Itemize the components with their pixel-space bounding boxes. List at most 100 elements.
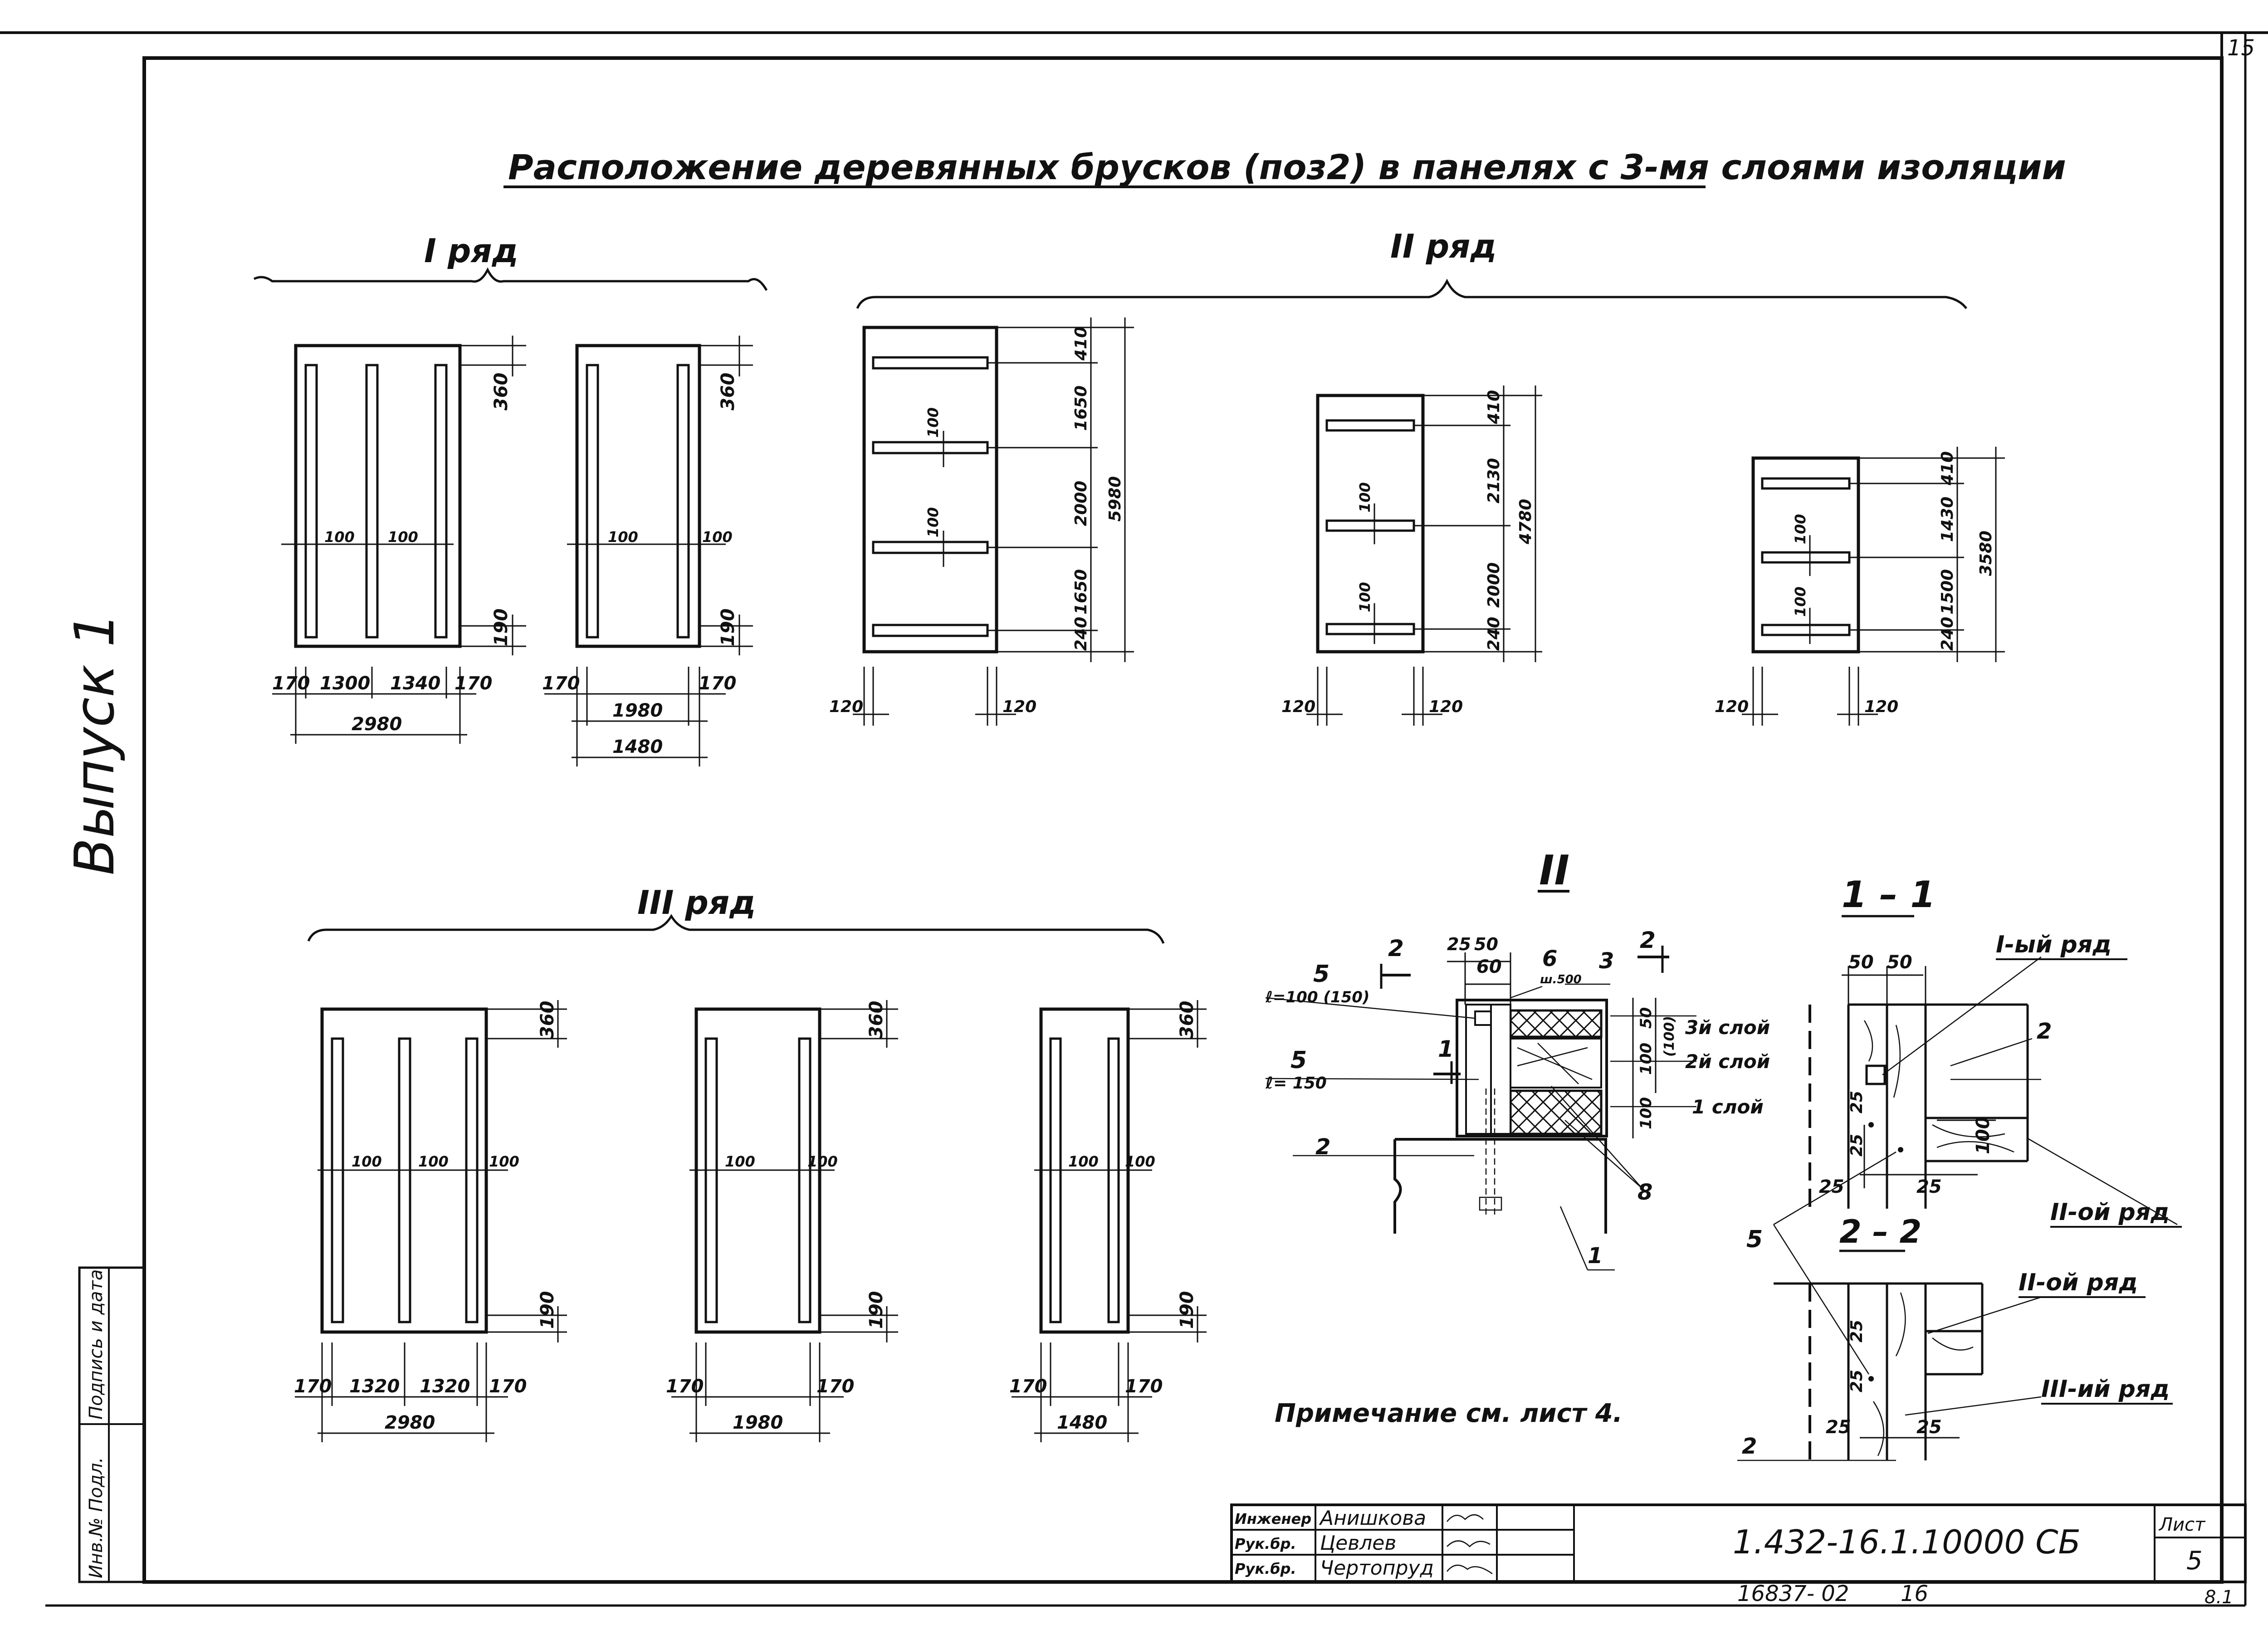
r3b-top: 360 [866,1001,887,1039]
r3a-w3: 100 [489,1153,519,1170]
row3-brace [307,914,1165,944]
r3b-bot: 190 [866,1291,887,1329]
stamp-name-3: Чертопруд [1320,1557,1434,1580]
row2-label: II ряд [1390,227,1497,265]
detail-p8: 8 [1637,1180,1652,1205]
r1a-top: 360 [491,373,512,411]
detail-cut2b: 2 [1640,927,1656,953]
sheet-label: Лист [2158,1514,2206,1535]
detail-p5b: 5 [1290,1047,1307,1074]
detail-p3: 3 [1599,948,1614,974]
r1a-w1: 100 [324,528,355,546]
detail-d100b: 100 [1637,1097,1655,1129]
s22-p2: 2 [1742,1434,1757,1459]
s22-d25d: 25 [1916,1417,1942,1438]
r2b-total: 4780 [1516,499,1535,545]
r2a-d3: 1650 [1072,569,1090,615]
sheet-number: 5 [2186,1546,2203,1576]
row1-brace [253,267,768,291]
r3c-w1: 100 [1068,1153,1099,1170]
s11-d25d: 25 [1916,1176,1942,1197]
s22-d25b: 25 [1848,1370,1866,1392]
r3a-total: 2980 [385,1412,435,1433]
r1a-b3: 1340 [390,673,440,694]
r1b-bot: 190 [718,609,738,647]
r3a-bot: 190 [537,1291,558,1329]
s22-p5: 5 [1746,1226,1763,1253]
row1-panel-a [272,336,526,744]
r3c-total: 1480 [1057,1412,1107,1433]
detail-layer2: 2й слой [1685,1050,1770,1073]
r3b-b1: 170 [666,1376,704,1397]
detail-sh: ш.500 [1540,973,1582,986]
row3-panel-b [671,1000,898,1442]
s11-p2: 2 [2037,1019,2052,1044]
r1a-w2: 100 [388,528,418,546]
r2a-e2: 120 [1002,698,1036,716]
s22-row3: III-ий ряд [2041,1376,2170,1403]
detail-d50: 50 [1474,934,1498,954]
detail-p1: 1 [1588,1243,1603,1269]
r3c-b1: 170 [1009,1376,1047,1397]
stamp-name-2: Цевлев [1320,1532,1396,1555]
row1-panel-b [544,336,753,766]
note-text: Примечание см. лист 4. [1275,1399,1623,1428]
s11-d50a: 50 [1848,952,1874,973]
r2b-d2: 2000 [1485,562,1503,608]
archive-number: 16837- 02 [1737,1581,1849,1606]
stamp-role-1: Инженер [1235,1510,1311,1528]
detail-ii-title: II [1539,847,1569,894]
row3-panel-c [1012,1000,1207,1442]
r1b-total: 1480 [612,737,663,757]
r2a-w1: 100 [924,407,942,438]
r3c-bot: 190 [1177,1291,1198,1329]
r2b-d0: 410 [1485,390,1503,425]
detail-d100a: 100 [1637,1043,1655,1075]
detail-l5a: ℓ=100 (150) [1265,988,1369,1006]
section-11-title: 1 – 1 [1842,874,1936,916]
sheet-corner-number: 15 [2227,35,2255,61]
r1a-total: 2980 [352,714,402,735]
r3a-top: 360 [537,1001,558,1039]
r3b-total: 1980 [733,1412,783,1433]
r1b-w1: 100 [608,528,638,546]
s11-d25b: 25 [1848,1134,1866,1157]
archive-number-b: 16 [1901,1581,1928,1606]
r1a-b1: 170 [272,673,310,694]
title-block [1230,1503,2247,1583]
r2c-w1: 100 [1792,514,1809,544]
s11-d50b: 50 [1887,952,1912,973]
s22-d25c: 25 [1826,1417,1851,1438]
section-1-1 [1809,956,2178,1225]
format-code: 8.1 [2204,1587,2234,1608]
detail-ii [1265,890,1696,1271]
detail-d100p: (100) [1662,1016,1677,1057]
r3a-b4: 170 [489,1376,527,1397]
r3b-b2: 170 [816,1376,855,1397]
section-2-2 [1737,1122,2042,1461]
r2c-e1: 120 [1715,698,1749,716]
row1-label: I ряд [424,232,518,270]
row2-panel-a [853,317,1134,726]
stamp-name-1: Анишкова [1319,1507,1426,1530]
row2-panel-c [1742,447,2005,726]
r1a-bot: 190 [491,609,512,647]
r2c-d2: 1500 [1938,569,1957,615]
r3c-w2: 100 [1125,1153,1155,1170]
r2c-d3: 240 [1938,617,1957,651]
section-22-title: 2 – 2 [1839,1213,1921,1250]
sheet-frame [0,31,2268,1607]
r3c-top: 360 [1177,1001,1198,1039]
r3a-w1: 100 [352,1153,382,1170]
s11-d100: 100 [1973,1117,1994,1155]
r2c-w2: 100 [1792,586,1809,617]
r2b-e1: 120 [1281,698,1315,716]
r2a-d4: 240 [1072,617,1090,651]
r2a-d1: 1650 [1072,386,1090,431]
r2c-d1: 1430 [1938,497,1957,542]
detail-layer1: 1 слой [1692,1096,1764,1118]
r2b-d1: 2130 [1485,458,1503,503]
r3c-b2: 170 [1125,1376,1163,1397]
detail-p6: 6 [1542,946,1557,971]
